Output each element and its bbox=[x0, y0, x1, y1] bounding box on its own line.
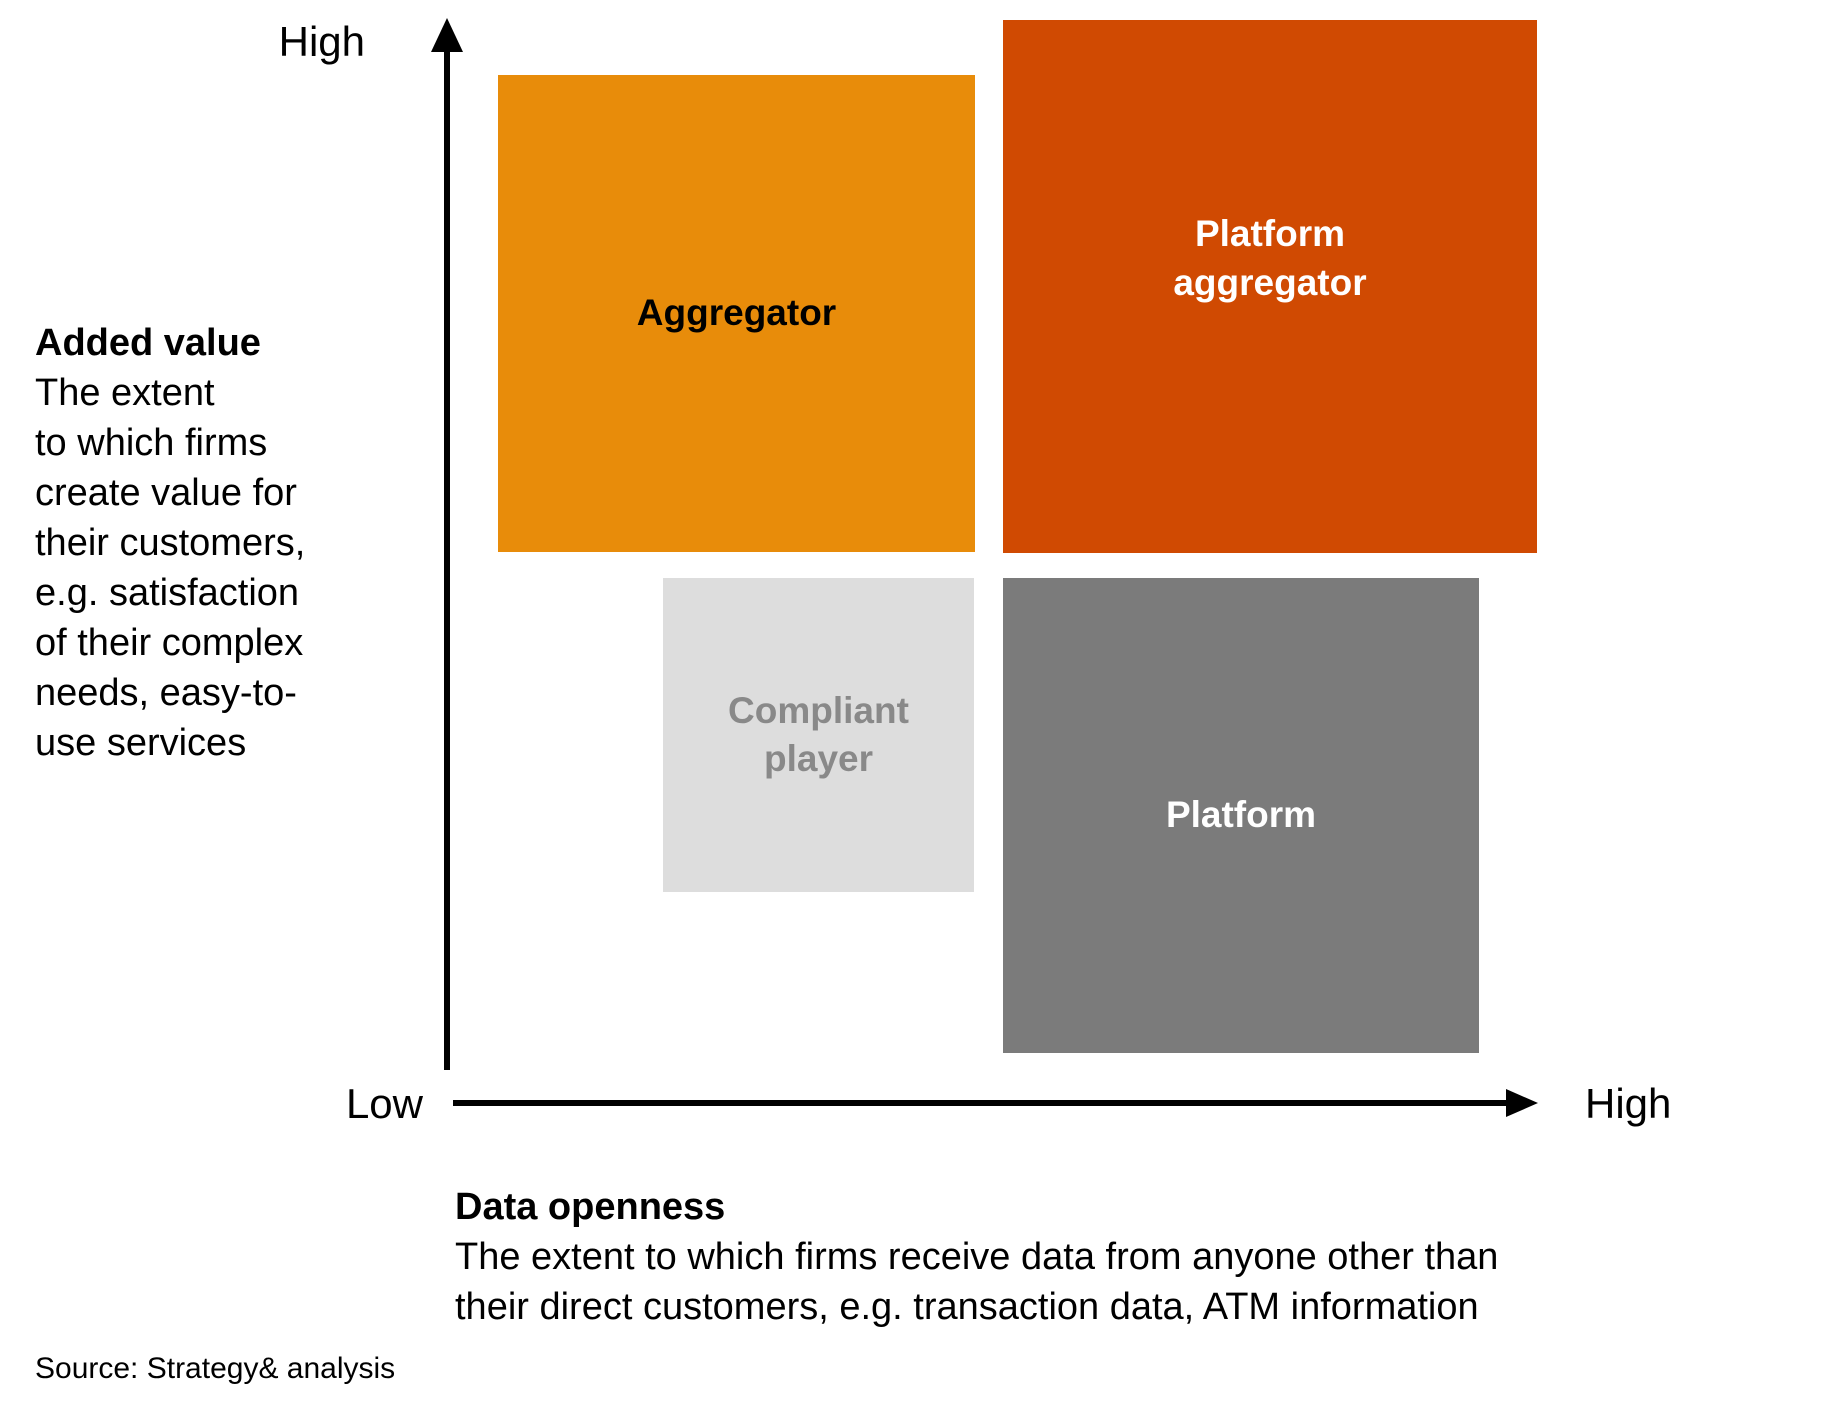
x-axis-title-block: Data openness The extent to which firms … bbox=[455, 1182, 1705, 1332]
x-axis-description: The extent to which firms receive data f… bbox=[455, 1236, 1499, 1328]
source-note: Source: Strategy& analysis bbox=[35, 1352, 396, 1385]
quadrant-platform: Platform bbox=[1003, 578, 1479, 1053]
x-axis-line bbox=[453, 1100, 1509, 1106]
quadrant-compliant-player-label: Compliant player bbox=[728, 689, 909, 779]
y-axis-line bbox=[444, 48, 450, 1070]
y-axis-arrowhead-icon bbox=[431, 18, 463, 52]
quadrant-aggregator-label: Aggregator bbox=[636, 292, 837, 334]
quadrant-platform-label: Platform bbox=[1165, 794, 1317, 836]
y-axis-description: The extent to which firms create value f… bbox=[35, 372, 306, 764]
quadrant-platform-aggregator-label: Platform aggregator bbox=[1173, 213, 1367, 303]
x-axis-title: Data openness bbox=[455, 1186, 726, 1228]
y-axis-title-block: Added value The extent to which firms cr… bbox=[35, 318, 405, 768]
y-axis-high-label: High bbox=[278, 18, 365, 65]
y-axis-title: Added value bbox=[35, 322, 261, 364]
x-axis-low-label: Low bbox=[345, 1080, 423, 1127]
quadrant-compliant-player: Compliant player bbox=[663, 578, 974, 892]
quadrant-aggregator: Aggregator bbox=[498, 75, 975, 552]
x-axis-high-label: High bbox=[1585, 1080, 1672, 1127]
quadrant-platform-aggregator: Platform aggregator bbox=[1003, 20, 1537, 553]
x-axis-arrowhead-icon bbox=[1506, 1089, 1538, 1117]
